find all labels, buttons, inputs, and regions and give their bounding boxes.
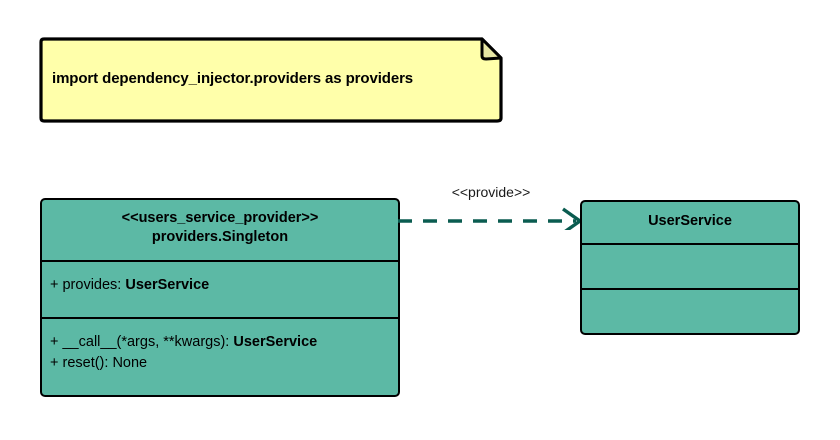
- operation-label: + __call__(*args, **kwargs):: [50, 334, 234, 350]
- class-header-user-service: UserService: [582, 202, 798, 243]
- attribute-row: + provides: UserService: [50, 275, 390, 296]
- class-stereotype-provider: <<users_service_provider>>: [121, 210, 319, 226]
- class-operations-user-service: [582, 288, 798, 333]
- note-body-icon: [39, 37, 503, 123]
- class-name-user-service: UserService: [648, 213, 732, 229]
- class-name-provider: providers.Singleton: [151, 229, 289, 245]
- note-text: import dependency_injector.providers as …: [52, 70, 414, 87]
- class-operations-provider: + __call__(*args, **kwargs): UserService…: [42, 317, 398, 395]
- class-box-user-service[interactable]: UserService: [580, 200, 800, 335]
- class-box-users-service-provider[interactable]: <<users_service_provider>> providers.Sin…: [40, 198, 400, 397]
- class-attributes-provider: + provides: UserService: [42, 260, 398, 317]
- note-shape[interactable]: import dependency_injector.providers as …: [38, 36, 504, 124]
- relationship-label-provide: <<provide>>: [451, 184, 531, 200]
- operation-label: + reset(): None: [50, 355, 148, 371]
- attribute-type: UserService: [125, 277, 210, 293]
- class-attributes-user-service: [582, 243, 798, 288]
- attribute-label: + provides:: [50, 277, 126, 293]
- dependency-connector[interactable]: <<provide>>: [396, 184, 586, 235]
- operation-type: UserService: [233, 334, 318, 350]
- operation-row: + __call__(*args, **kwargs): UserService: [50, 332, 390, 353]
- operation-row: + reset(): None: [50, 353, 390, 374]
- class-header-provider: <<users_service_provider>> providers.Sin…: [42, 200, 398, 260]
